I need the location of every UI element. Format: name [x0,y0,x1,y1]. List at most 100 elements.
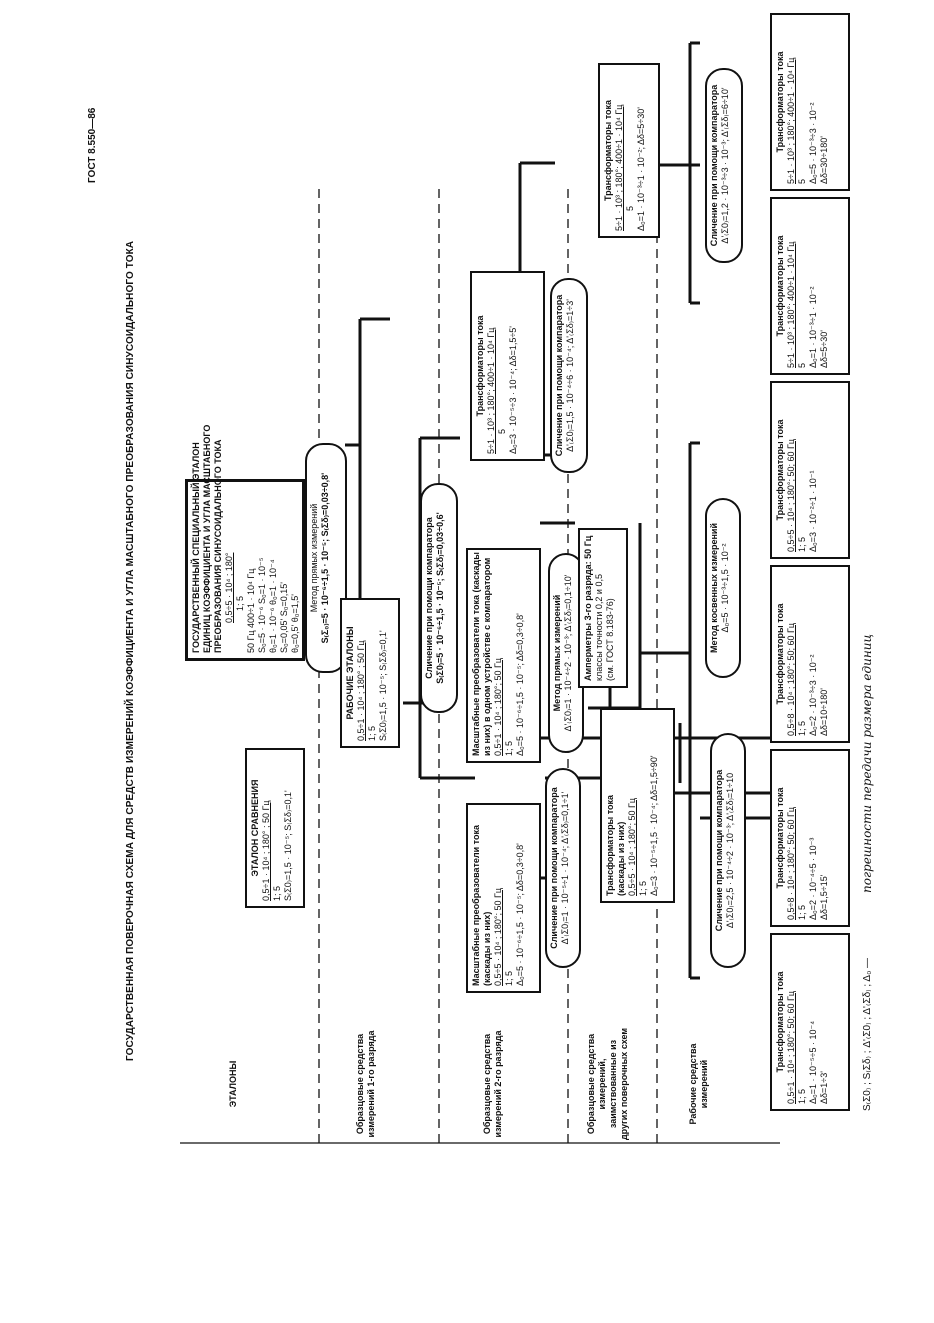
primary-ratio: 1; 5 [235,595,245,611]
working-box-1-title: Трансформаторы тока [775,971,785,1073]
comparison-etalon-range: 0,5÷1 · 10⁴ ; 180° ; 50 Гц [261,800,271,902]
transformers-rank2-right-errors: Δ₀=1 · 10⁻³÷1 · 10⁻²; Δδ=5÷30' [636,107,646,231]
primary-param-2: θ₀=1 · 10⁻⁶ θ₀=1 · 10⁻⁴ [268,559,278,653]
scale-converters-2-errors: Δ₀=5 · 10⁻⁶÷1,5 · 10⁻⁵; Δδ=0,3÷0,8' [515,613,525,756]
working-box-4-range: 0,5÷5 · 10⁴ ; 180°; 50; 60 Гц [786,438,796,552]
primary-title-1: ГОСУДАРСТВЕННЫЙ СПЕЦИАЛЬНЫЙ ЭТАЛОН [191,442,201,653]
level-label-rank1: Образцовые средства измерений 1-го разря… [355,1030,376,1138]
working-transformers-box-1: Трансформаторы тока 0,5÷1 · 10⁴ ; 180°; … [770,933,850,1111]
working-box-4-title: Трансформаторы тока [775,419,785,521]
working-transformers-box-3: Трансформаторы тока 0,5÷8 · 10⁴ ; 180°; … [770,565,850,743]
transformers-rank1-ratio: 5 [497,428,507,434]
scale-converters-2-ratio: 1; 5 [504,740,514,756]
level-label-etalons: ЭТАЛОНЫ [228,1060,238,1108]
ammeters-box: Амперметры 3-го разряда: 50 Гц классы то… [578,528,628,688]
comparator-oval-w-a: Сличение при помощи компаратора Δ'₍Σ0₎=2… [710,733,746,968]
transformers-rank2-right-ratio: 5 [625,205,635,211]
ammeters-line-1: Амперметры 3-го разряда: 50 Гц [583,535,593,681]
working-box-5-title: Трансформаторы тока [775,235,785,337]
transformers-rank2-errors: Δ₀=3 · 10⁻⁵÷1,5 · 10⁻⁴; Δδ=1,5÷90' [649,755,659,896]
footnote-formula: S₍Σ0₎ ; S₍Σδ₎ ; Δ'₍Σ0₎ ; Δ'₍Σδ₎ ; Δ₀ — [862,958,873,1111]
working-box-1-range: 0,5÷1 · 10⁴ ; 180°; 50; 60 Гц [786,990,796,1104]
comparison-etalon-box: ЭТАЛОН СРАВНЕНИЯ 0,5÷1 · 10⁴ ; 180° ; 50… [245,748,305,908]
working-box-5-range: 5÷1 · 10³ ; 180°; 400÷1 · 10⁴ Гц [786,241,796,368]
working-box-5-errd: Δδ=5÷30' [819,330,829,368]
comparison-etalon-ratio: 1; 5 [272,885,282,901]
primary-title-2: ЕДИНИЦ КОЭФФИЦИЕНТА И УГЛА МАСШТАБНОГО [202,424,212,653]
working-etalons-box: РАБОЧИЕ ЭТАЛОНЫ 0,5÷1 · 10⁴ ; 180° ; 50 … [340,598,400,748]
primary-param-3: S₀=0,05' S₀=0,15' [279,582,289,653]
level-label-working: Рабочие средства измерений [688,1043,709,1125]
comparator-1-values: S₍Σ0₎=5 · 10⁻⁶÷1,5 · 10⁻⁵; S₍Σδ₎=0,03÷0,… [435,512,445,684]
working-box-2-title: Трансформаторы тока [775,787,785,889]
working-box-2-range: 0,5÷8 · 10⁴ ; 180°; 50; 60 Гц [786,806,796,920]
scale-converters-1-errors: Δ₀=5 · 10⁻⁶÷1,5 · 10⁻⁵; Δδ=0,3÷0,8' [515,843,525,986]
working-box-4-ratio: 1; 5 [797,536,807,552]
working-box-3-errd: Δδ=10÷180' [819,688,829,736]
gost-number: ГОСТ 8.550—86 [87,107,98,183]
working-etalons-title: РАБОЧИЕ ЭТАЛОНЫ [345,626,355,720]
working-box-6-range: 5÷1 · 10³ ; 180°; 400÷1 · 10⁴ Гц [786,57,796,184]
transformers-rank2-title: Трансформаторы тока [605,794,615,896]
working-box-6-ratio: 5 [797,178,807,184]
comparator-w-c-title: Сличение при помощи компаратора [709,84,719,247]
transformers-rank2-range: 0,5÷5 · 10⁴ ; 180°; 50 Гц [627,798,637,896]
working-transformers-box-6: Трансформаторы тока 5÷1 · 10³ ; 180°; 40… [770,13,850,191]
transformers-rank2-right-box: Трансформаторы тока 5÷1 · 10³ ; 180°; 40… [598,63,660,238]
working-transformers-box-4: Трансформаторы тока 0,5÷5 · 10⁴ ; 180°; … [770,381,850,559]
working-transformers-box-2: Трансформаторы тока 0,5÷8 · 10⁴ ; 180°; … [770,749,850,927]
level-label-rank2: Образцовые средства измерений 2-го разря… [482,1030,503,1138]
primary-param-4: θ₀=0,5' θ₀=1,5' [290,594,300,653]
ammeters-line-2: классы точности 0,2 и 0,5 [594,574,604,681]
method-direct-r2-title: Метод прямых измерений [552,594,562,712]
transformers-rank2-sub: (каскады из них) [616,821,626,896]
primary-range: 0,5÷5 · 10⁴ ; 180° [224,552,234,623]
working-box-2-ratio: 1; 5 [797,904,807,920]
comparator-w-a-title: Сличение при помощи компаратора [714,769,724,932]
working-box-2-errd: Δδ=1,5÷15' [819,874,829,920]
ammeters-line-3: (см. ГОСТ 8.183-76) [605,598,615,681]
transformers-rank2-right-title: Трансформаторы тока [603,99,613,202]
method-indirect-title: Метод косвенных измерений [709,523,719,653]
scale-converters-1-title: Масштабные преобразователи тока [471,825,481,986]
transformers-rank2-ratio: 1; 5 [638,880,648,896]
working-box-1-errd: Δδ=1÷3' [819,1071,829,1104]
primary-etalon-box: ГОСУДАРСТВЕННЫЙ СПЕЦИАЛЬНЫЙ ЭТАЛОН ЕДИНИ… [185,424,305,661]
comparator-1-title: Сличение при помощи компаратора [424,517,434,679]
working-box-3-title: Трансформаторы тока [775,603,785,705]
transformers-rank1-box: Трансформаторы тока 5÷1 · 10³ ; 180°; 40… [470,271,545,461]
page-title: ГОСУДАРСТВЕННАЯ ПОВЕРОЧНАЯ СХЕМА ДЛЯ СРЕ… [125,240,136,1061]
comparator-w-c-values: Δ'₍Σ0₎=1,2 · 10⁻³÷3 · 10⁻³; Δ'₍Σδ₎=6÷10' [720,87,730,244]
comparator-r2-c-title: Сличение при помощи компаратора [554,294,564,457]
method-indirect-oval: Метод косвенных измерений Δ₀=5 · 10⁻³÷1,… [705,498,741,678]
transformers-rank1-title: Трансформаторы тока [475,315,485,417]
scale-converters-1-ratio: 1; 5 [504,970,514,986]
comparator-oval-r2-a: Сличение при помощи компаратора Δ'₍Σ0₎=1… [545,768,581,968]
working-box-2-err0: Δ₀=2 · 10⁻⁴÷5 · 10⁻³ [808,837,818,920]
level-label-borrowed: Образцовые средства измерений, заимствов… [586,1027,629,1141]
scale-converters-2-range: 0,5÷1 · 10⁴ ; 180°; 50 Гц [493,658,503,756]
working-box-1-err0: Δ₀=1 · 10⁻⁵÷5 · 10⁻⁴ [808,1020,818,1104]
comparison-etalon-errors: S₍Σ0₎=1,5 · 10⁻⁵; S₍Σδ₎=0,1' [283,790,293,901]
scale-converters-1-sub: (каскады из них) [482,911,492,986]
method-indirect-values: Δ₀=5 · 10⁻³÷1,5 · 10⁻² [720,543,730,633]
working-box-3-err0: Δ₀=2 · 10⁻³÷3 · 10⁻² [808,654,818,736]
working-box-6-title: Трансформаторы тока [775,51,785,153]
working-box-3-range: 0,5÷8 · 10⁴ ; 180°; 50; 60 Гц [786,622,796,736]
working-box-5-ratio: 5 [797,362,807,368]
comparator-r2-a-values: Δ'₍Σ0₎=1 · 10⁻⁵÷1 · 10⁻⁴; Δ'₍Σδ₎=0,1÷1' [560,791,570,945]
working-etalons-range: 0,5÷1 · 10⁴ ; 180° ; 50 Гц [356,640,366,742]
working-box-6-err0: Δ₀=5 · 10⁻³÷3 · 10⁻² [808,102,818,184]
working-box-5-err0: Δ₀=1 · 10⁻³÷1 · 10⁻² [808,286,818,368]
working-box-4-err0: Δ₀=3 · 10⁻²÷1 · 10⁻¹ [808,470,818,552]
scale-converters-1-range: 0,5÷5 · 10⁴ ; 180°; 50 Гц [493,888,503,986]
footnote-handwritten: погрешности передачи размера единиц [860,634,874,893]
transformers-rank2-box: Трансформаторы тока (каскады из них) 0,5… [600,708,675,903]
working-etalons-errors: S₍Σ0₎=1,5 · 10⁻⁵; S₍Σδ₎=0,1' [378,630,388,741]
comparator-r2-c-values: Δ'₍Σ0₎=1,5 · 10⁻⁴÷6 · 10⁻⁴; Δ'₍Σδ₎=1÷3' [565,299,575,452]
method-direct-r2-values: Δ'₍Σ0₎=1 · 10⁻⁴÷2 · 10⁻³; Δ'₍Σδ₎=0,1÷10' [563,574,573,732]
scale-converters-2-title: Масштабные преобразователи тока (каскады [471,552,481,756]
scale-converters-box-1: Масштабные преобразователи тока (каскады… [466,803,541,993]
comparator-w-a-values: Δ'₍Σ0₎=2,5 · 10⁻⁴÷2 · 10⁻³; Δ'₍Σδ₎=1÷10 [725,772,735,929]
